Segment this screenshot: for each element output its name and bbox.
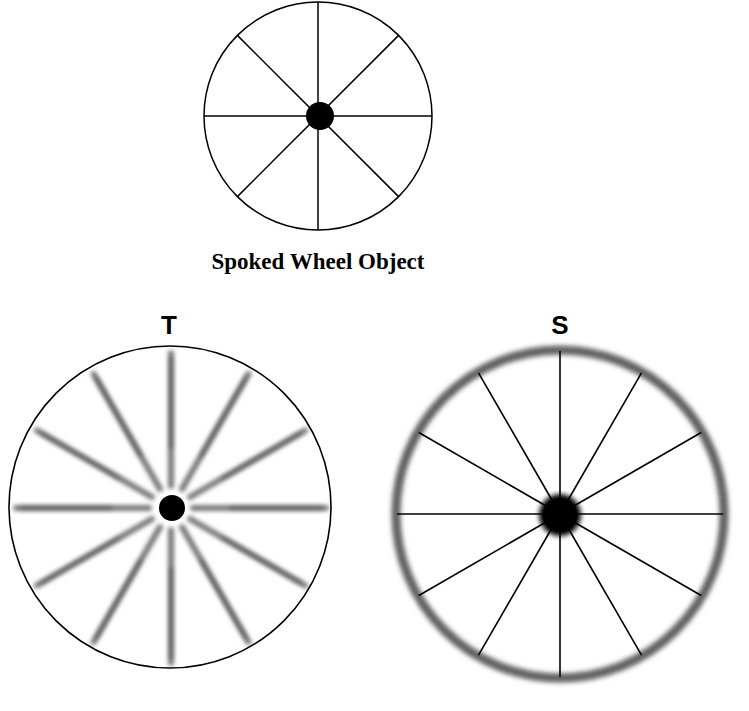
spoke bbox=[37, 519, 152, 586]
spoke bbox=[170, 568, 172, 658]
spoke bbox=[573, 433, 701, 507]
spoke bbox=[168, 530, 174, 663]
spoke bbox=[170, 358, 172, 448]
spoke bbox=[201, 560, 246, 638]
spoke bbox=[479, 373, 553, 501]
wheel-letter: S bbox=[551, 310, 568, 341]
spoke bbox=[223, 538, 301, 583]
spoke bbox=[559, 351, 561, 499]
spoke bbox=[479, 527, 553, 655]
spoke bbox=[193, 505, 326, 511]
tangential-image bbox=[9, 346, 331, 668]
spoke bbox=[223, 433, 301, 478]
spoke bbox=[168, 353, 174, 486]
spoke bbox=[96, 560, 141, 638]
spoke bbox=[419, 522, 547, 596]
spoke bbox=[575, 513, 723, 515]
spoke bbox=[16, 505, 149, 511]
wheel-letter: T bbox=[161, 310, 177, 341]
spoke bbox=[96, 378, 141, 456]
spoke bbox=[559, 529, 561, 677]
spoke bbox=[397, 513, 545, 515]
spoke bbox=[94, 374, 161, 489]
spoke bbox=[41, 433, 119, 478]
spoke bbox=[21, 507, 111, 509]
spoke bbox=[231, 507, 321, 509]
spoke bbox=[201, 378, 246, 456]
spoke bbox=[419, 433, 547, 507]
spoke bbox=[41, 538, 119, 583]
caption-label: Spoked Wheel Object bbox=[212, 249, 425, 275]
spoke bbox=[190, 431, 305, 498]
spoke bbox=[568, 527, 642, 655]
spoke bbox=[568, 373, 642, 501]
object-wheel bbox=[204, 2, 432, 230]
sagittal-image bbox=[396, 350, 724, 678]
spoke bbox=[573, 522, 701, 596]
spoke bbox=[182, 527, 249, 642]
